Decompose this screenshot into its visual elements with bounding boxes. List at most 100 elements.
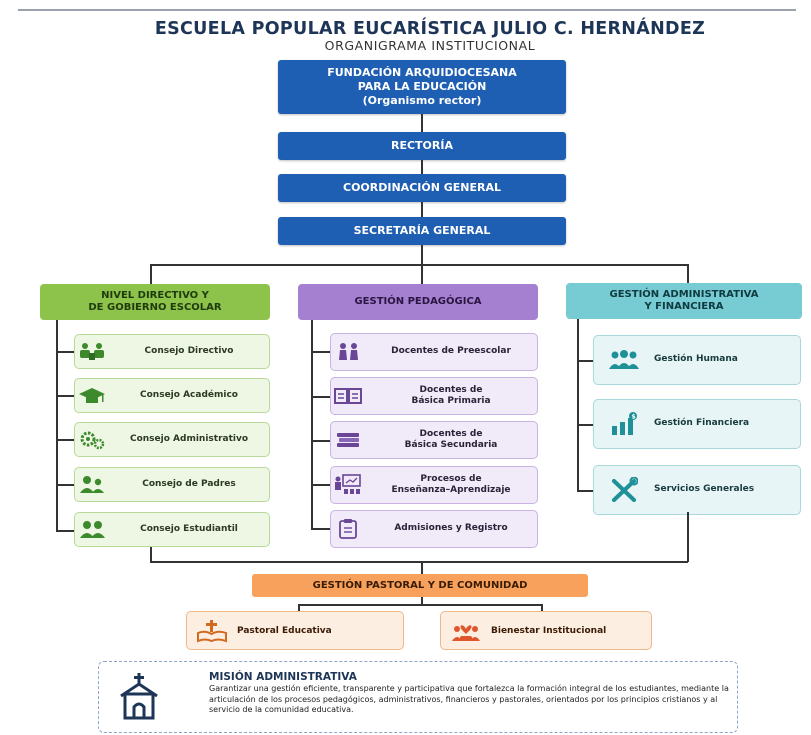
teacher-board-icon	[331, 474, 365, 496]
clipboard-icon	[331, 518, 365, 540]
secretaria-box: SECRETARÍA GENERAL	[278, 217, 566, 245]
finance-chart-icon: $	[594, 411, 654, 437]
connector	[56, 439, 74, 441]
item-line: Docentes de	[419, 428, 483, 439]
connector	[577, 490, 593, 492]
coordinacion-box: COORDINACIÓN GENERAL	[278, 174, 566, 202]
item-label: Servicios Generales	[654, 484, 755, 495]
connector	[687, 264, 689, 283]
item-line: Básica Secundaria	[404, 440, 498, 450]
connector	[311, 351, 330, 353]
graduation-cap-icon	[75, 386, 109, 406]
top-divider	[18, 9, 796, 11]
connector	[311, 528, 330, 530]
meeting-icon	[75, 342, 109, 362]
connector	[421, 202, 423, 217]
children-icon	[331, 342, 365, 362]
connector	[311, 440, 330, 442]
connector	[421, 264, 423, 284]
consejo-estudiantil-card: Consejo Estudiantil	[74, 512, 270, 547]
item-label: Consejo Estudiantil	[140, 523, 238, 534]
connector	[150, 547, 152, 562]
wellbeing-icon	[441, 619, 491, 643]
fundacion-line1: FUNDACIÓN ARQUIDIOCESANA	[327, 66, 517, 80]
fundacion-line3: (Organismo rector)	[362, 93, 482, 107]
gears-icon	[75, 430, 109, 450]
connector	[150, 264, 688, 266]
connector	[56, 351, 74, 353]
bienestar-institucional-card: Bienestar Institucional	[440, 611, 652, 650]
rectoria-box: RECTORÍA	[278, 132, 566, 160]
item-label: Admisiones y Registro	[365, 523, 537, 534]
connector	[311, 320, 313, 528]
fundacion-box: FUNDACIÓN ARQUIDIOCESANA PARA LA EDUCACI…	[278, 60, 566, 114]
admisiones-registro-card: Admisiones y Registro	[330, 510, 538, 548]
consejo-directivo-card: Consejo Directivo	[74, 334, 270, 369]
item-line: Procesos de	[420, 473, 482, 484]
connector	[311, 484, 330, 486]
connector	[56, 530, 74, 532]
consejo-academico-card: Consejo Académico	[74, 378, 270, 413]
connector	[421, 561, 423, 574]
connector	[421, 160, 423, 174]
header-line: Y FINANCIERA	[644, 301, 724, 312]
mision-text: Garantizar una gestión eficiente, transp…	[209, 684, 729, 715]
item-line: Básica Primaria	[411, 396, 491, 406]
docentes-preescolar-card: Docentes de Preescolar	[330, 333, 538, 371]
chart-subtitle: ORGANIGRAMA INSTITUCIONAL	[324, 38, 536, 53]
servicios-generales-card: Servicios Generales	[593, 465, 801, 515]
connector	[421, 114, 423, 132]
item-line: Admisiones y Registro	[394, 523, 508, 534]
books-stack-icon	[331, 430, 365, 450]
connector	[421, 245, 423, 265]
connector	[150, 561, 688, 563]
gestion-humana-card: Gestión Humana	[593, 335, 801, 385]
item-label: Consejo Directivo	[144, 345, 234, 356]
open-book-icon	[331, 386, 365, 406]
item-line: Docentes de Preescolar	[391, 346, 511, 357]
parents-icon	[75, 475, 109, 495]
connector	[541, 604, 543, 612]
item-label: Gestión Financiera	[654, 418, 750, 429]
header-line: DE GOBIERNO ESCOLAR	[88, 302, 222, 313]
connector	[150, 264, 152, 284]
bible-cross-icon	[187, 619, 237, 643]
connector	[577, 360, 593, 362]
students-icon	[75, 520, 109, 540]
item-label: Bienestar Institucional	[491, 625, 607, 636]
item-line: Docentes de	[419, 384, 483, 395]
connector	[56, 320, 58, 530]
fundacion-line2: PARA LA EDUCACIÓN	[357, 80, 487, 94]
gestion-pastoral-header: GESTIÓN PASTORAL Y DE COMUNIDAD	[252, 574, 588, 597]
consejo-administrativo-card: Consejo Administrativo	[74, 422, 270, 457]
connector	[298, 604, 300, 612]
pastoral-educativa-card: Pastoral Educativa	[186, 611, 404, 650]
connector	[56, 484, 74, 486]
connector	[577, 319, 579, 491]
consejo-padres-card: Consejo de Padres	[74, 467, 270, 502]
item-label: Gestión Humana	[654, 354, 738, 365]
connector	[56, 395, 74, 397]
header-line: NIVEL DIRECTIVO Y	[101, 290, 209, 301]
people-group-icon	[594, 349, 654, 371]
svg-text:$: $	[632, 414, 636, 421]
item-label: Consejo de Padres	[142, 478, 236, 489]
connector	[298, 604, 542, 606]
item-label: Pastoral Educativa	[237, 625, 332, 636]
gestion-financiera-card: $ Gestión Financiera	[593, 399, 801, 449]
tools-icon	[594, 477, 654, 503]
connector	[311, 396, 330, 398]
item-label: Consejo Académico	[140, 389, 238, 400]
item-label: Consejo Administrativo	[129, 433, 249, 444]
connector	[421, 597, 423, 605]
connector	[687, 512, 689, 562]
connector	[577, 424, 593, 426]
